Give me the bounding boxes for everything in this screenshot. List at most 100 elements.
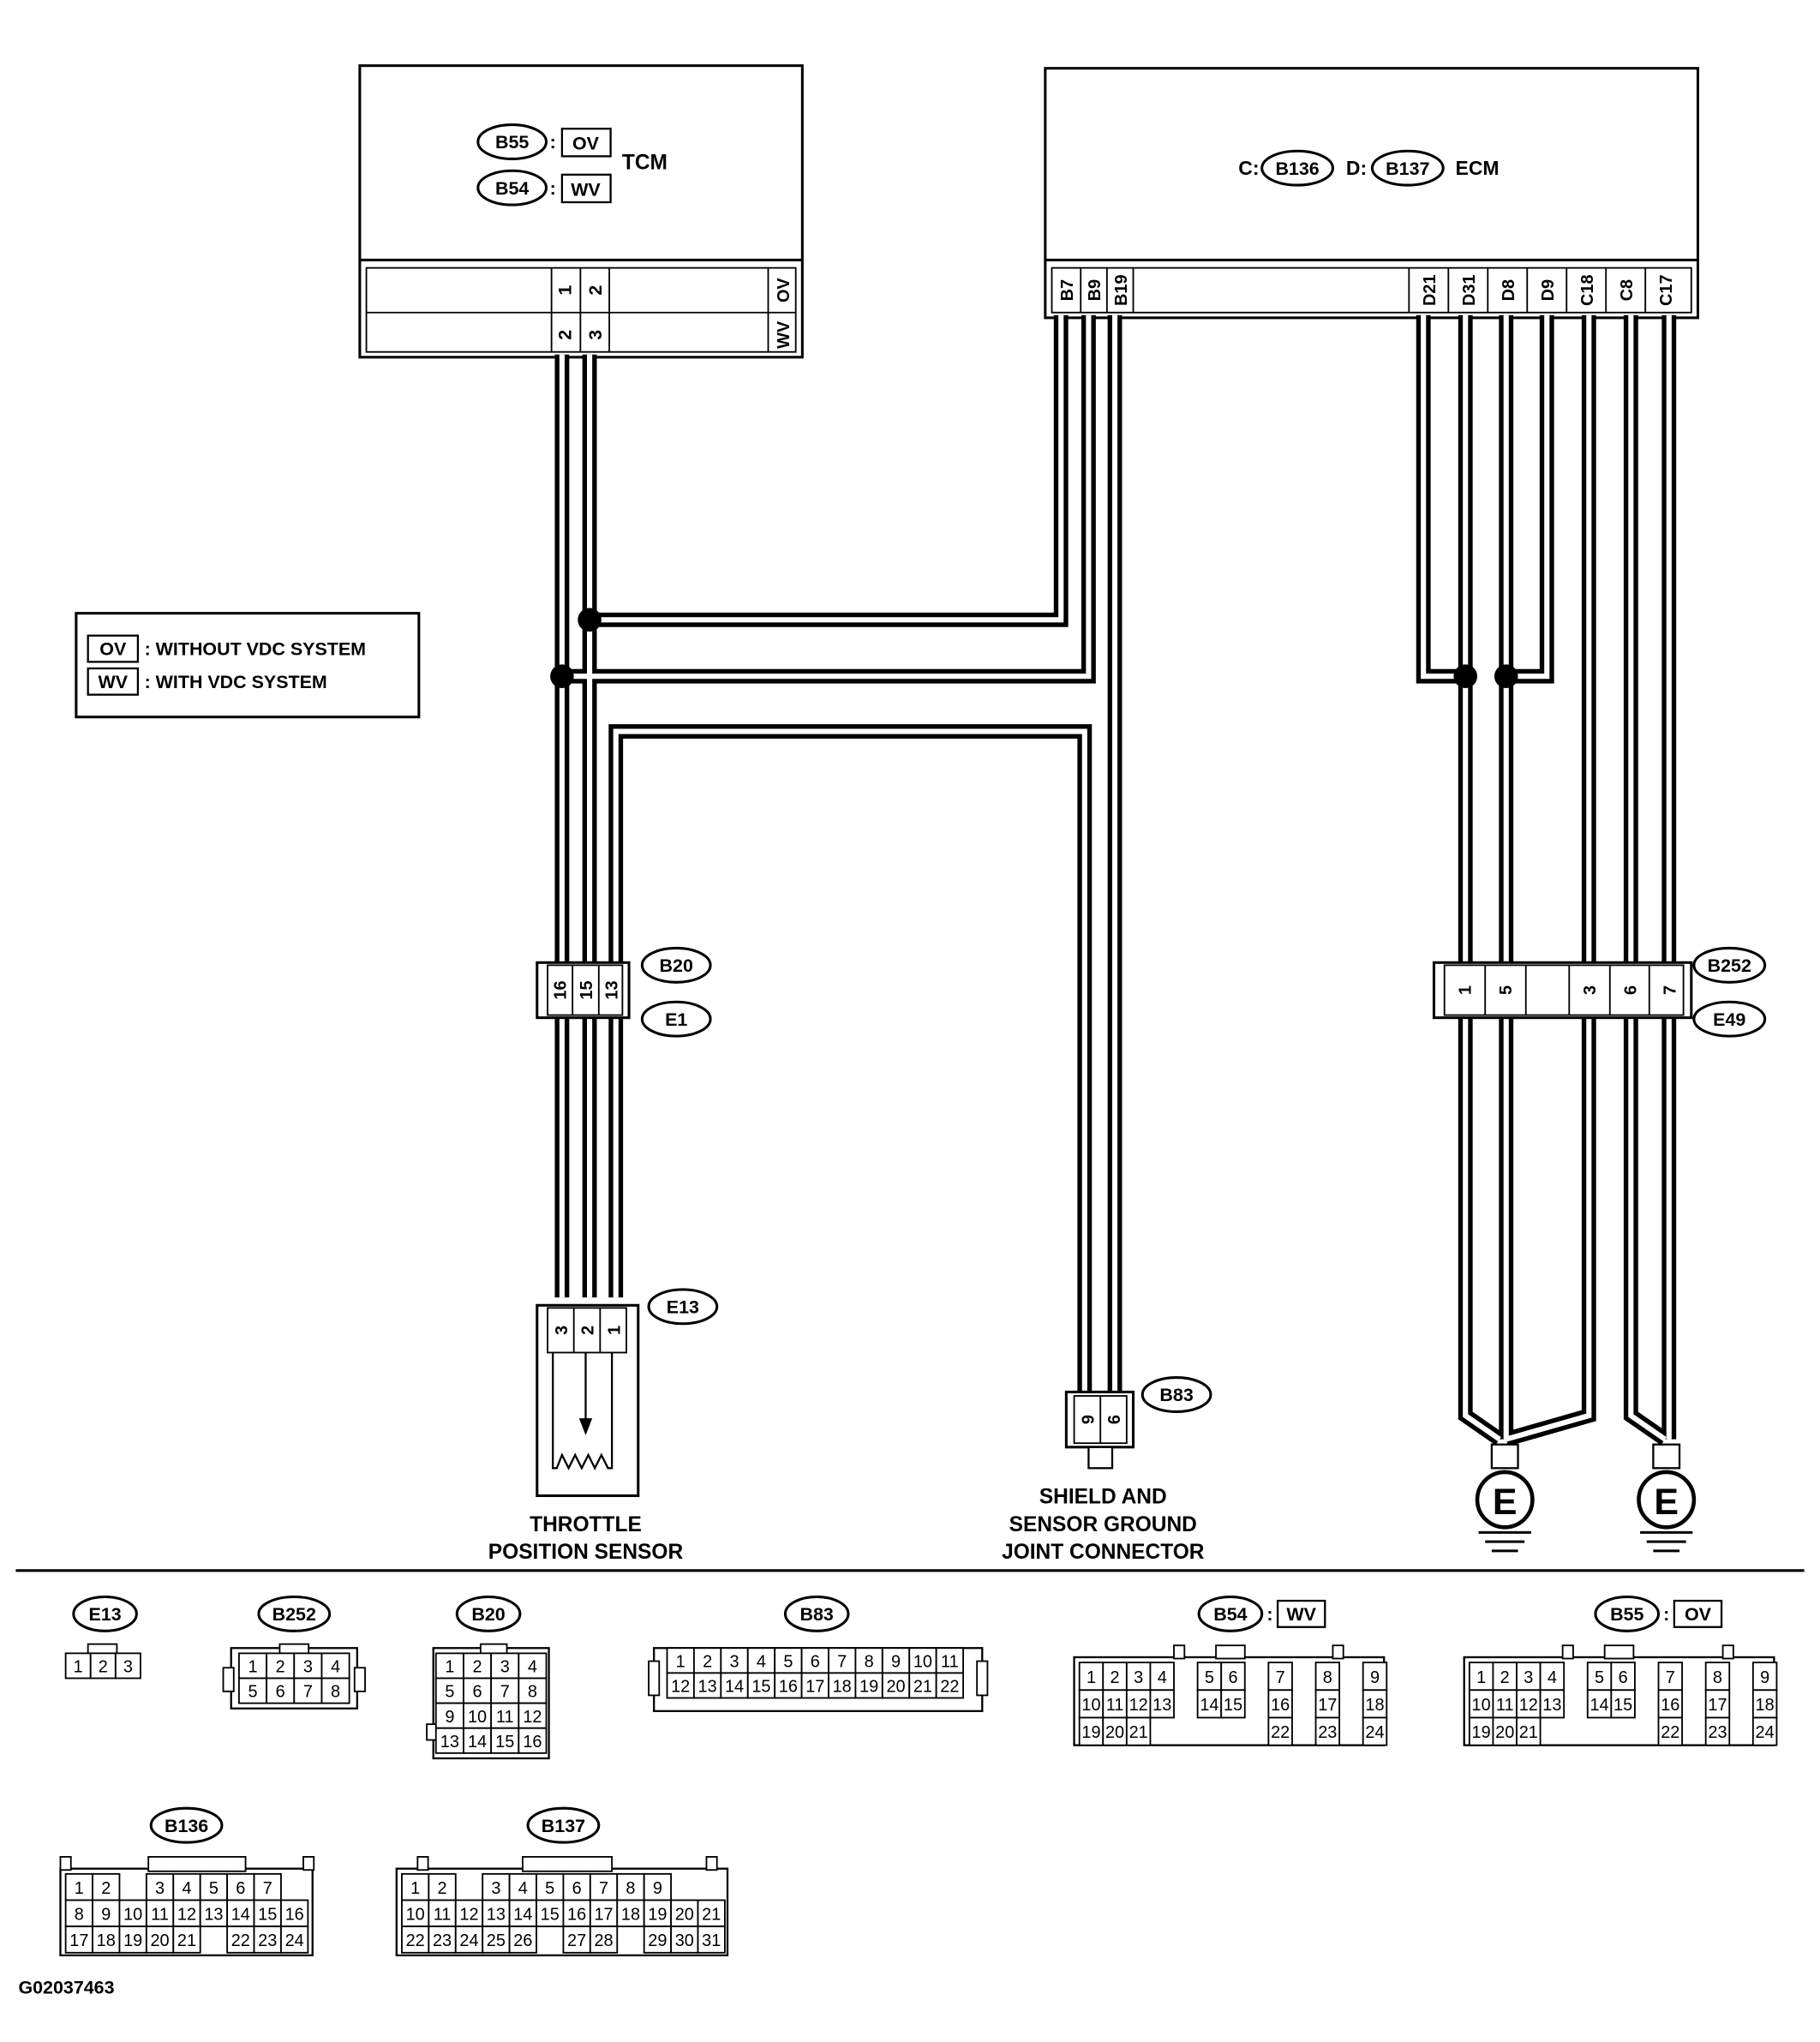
ground-symbol-1: E — [1475, 1443, 1535, 1553]
connector-pin-cell — [616, 1899, 645, 1928]
connector-pin-number: 17 — [805, 1678, 824, 1697]
connector-pin-number: 19 — [1472, 1723, 1491, 1742]
connector-pin-number: 15 — [495, 1733, 514, 1752]
connector-pin-number: 12 — [523, 1708, 542, 1727]
connector-pin-number: 25 — [487, 1931, 506, 1950]
connector-pin-cell — [1704, 1716, 1731, 1746]
connector-pin-number: 2 — [473, 1658, 482, 1677]
ecm-pin-c17: C17 — [1657, 274, 1676, 306]
connector-pin-number: 13 — [204, 1905, 223, 1924]
tcm-wv-pin-3: 3 — [585, 330, 606, 340]
connector-pin-number: 9 — [445, 1708, 454, 1727]
tcm-ov-tag: OV — [775, 278, 793, 302]
connector-pin-number: 5 — [445, 1683, 454, 1702]
connector-pin-number: 19 — [648, 1905, 667, 1924]
connector-pin-number: 2 — [438, 1879, 447, 1898]
connector-pin-number: 6 — [1228, 1668, 1237, 1687]
connector-pin-cell — [199, 1899, 229, 1928]
connector-pin-number: 18 — [1756, 1696, 1775, 1715]
ecm-pin-d21: D21 — [1421, 274, 1440, 306]
connector-pin-number: 3 — [500, 1658, 510, 1677]
connector-pin-number: 12 — [177, 1905, 196, 1924]
connector-pin-cell — [237, 1677, 268, 1704]
shield-caption-3: JOINT CONNECTOR — [1002, 1541, 1205, 1564]
connector-pin-number: 10 — [406, 1905, 425, 1924]
b83-pin-9: 9 — [1080, 1415, 1099, 1424]
connector-pin-number: 1 — [1476, 1668, 1486, 1687]
connector-pin-number: 16 — [285, 1905, 304, 1924]
connector-pin-number: 1 — [1087, 1668, 1096, 1687]
connector-pin-number: 18 — [833, 1678, 852, 1697]
connector-pin-cell — [199, 1872, 229, 1901]
connector-pin-cell — [908, 1672, 937, 1699]
connector-pin-number: 13 — [440, 1733, 459, 1752]
tcm-wv-pin-2: 2 — [555, 330, 576, 340]
tcm-unit: 1 2 2 3 OV WV B55 : OV B54 : WV TCM — [358, 64, 804, 359]
connector-pin-number: 19 — [859, 1678, 878, 1697]
connector-pin-number: 20 — [1495, 1723, 1514, 1742]
connector-pin-number: 7 — [500, 1683, 510, 1702]
connector-pin-number: 21 — [913, 1678, 932, 1697]
connector-pin-cell — [800, 1647, 829, 1674]
connector-pin-cell — [1586, 1689, 1613, 1719]
tcm-b55-variant: OV — [572, 134, 600, 154]
connector-pin-cell — [118, 1899, 147, 1928]
connector-b252-e49: 1 5 3 6 7 B252 E49 — [1432, 946, 1767, 1038]
connector-pin-number: 15 — [258, 1905, 277, 1924]
connector-pin-cell — [280, 1899, 309, 1928]
connector-pin-number: 9 — [891, 1652, 901, 1671]
connector-pin-number: 5 — [545, 1879, 554, 1898]
connector-pin-number: 26 — [513, 1931, 532, 1950]
ecm-pin-b9: B9 — [1086, 279, 1105, 301]
connector-pin-cell — [226, 1899, 255, 1928]
connector-pin-cell — [1492, 1716, 1518, 1746]
connector-pin-number: 1 — [74, 1658, 83, 1677]
connector-pin-number: 16 — [567, 1905, 586, 1924]
connector-view-ear — [976, 1660, 989, 1697]
b20-pin-13: 13 — [602, 980, 621, 999]
connector-pin-cell — [589, 1899, 619, 1928]
connector-pin-number: 7 — [1666, 1668, 1675, 1687]
connector-pin-number: 22 — [231, 1931, 250, 1950]
e49-label: E49 — [1713, 1009, 1745, 1030]
connector-pin-cell — [1539, 1689, 1566, 1719]
connector-pin-number: 2 — [276, 1658, 285, 1677]
connector-pin-cell — [434, 1677, 464, 1704]
connector-pin-cell — [692, 1647, 722, 1674]
connector-pin-cell — [92, 1925, 121, 1954]
connector-view-label-oval — [526, 1806, 601, 1844]
svg-text::: : — [550, 178, 556, 199]
connector-pin-number: 13 — [487, 1905, 506, 1924]
connector-pin-cell — [454, 1899, 484, 1928]
connector-pin-number: 6 — [811, 1652, 820, 1671]
throttle-caption-2: POSITION SENSOR — [488, 1541, 684, 1564]
connector-view-key-tab — [522, 1855, 614, 1872]
connector-pin-cell — [253, 1872, 282, 1901]
connector-view-key-tab — [1215, 1644, 1246, 1660]
connector-pin-cell — [1751, 1662, 1778, 1692]
connector-pin-cell — [1468, 1716, 1494, 1746]
b252-pin-5: 5 — [1497, 985, 1516, 995]
b20-label: B20 — [660, 955, 693, 976]
b20-pin-15: 15 — [578, 980, 596, 999]
ecm-pin-c18: C18 — [1578, 274, 1597, 306]
connector-view-ear — [416, 1855, 429, 1871]
connector-pin-cell — [253, 1925, 282, 1954]
connector-pin-number: 3 — [491, 1879, 500, 1898]
connector-pin-number: 3 — [123, 1658, 133, 1677]
connector-pin-cell — [1220, 1689, 1246, 1719]
connector-pin-number: 2 — [1500, 1668, 1510, 1687]
tcm-b54-variant: WV — [571, 179, 601, 200]
connector-view-ear — [302, 1855, 315, 1871]
connector-pin-cell — [145, 1925, 175, 1954]
b252-pin-1: 1 — [1456, 985, 1475, 995]
connector-pin-number: 20 — [150, 1931, 169, 1950]
connector-pin-cell — [320, 1652, 350, 1680]
connector-pin-cell — [1751, 1689, 1778, 1719]
legend-wv-code: WV — [99, 672, 129, 692]
connector-pin-cell — [589, 1925, 619, 1954]
wires — [550, 314, 1677, 1446]
connector-pin-cell — [64, 1925, 93, 1954]
ecm-unit: B7 B9 B19 D21 D31 D8 D9 C18 C8 C17 C: B1… — [1044, 67, 1700, 320]
